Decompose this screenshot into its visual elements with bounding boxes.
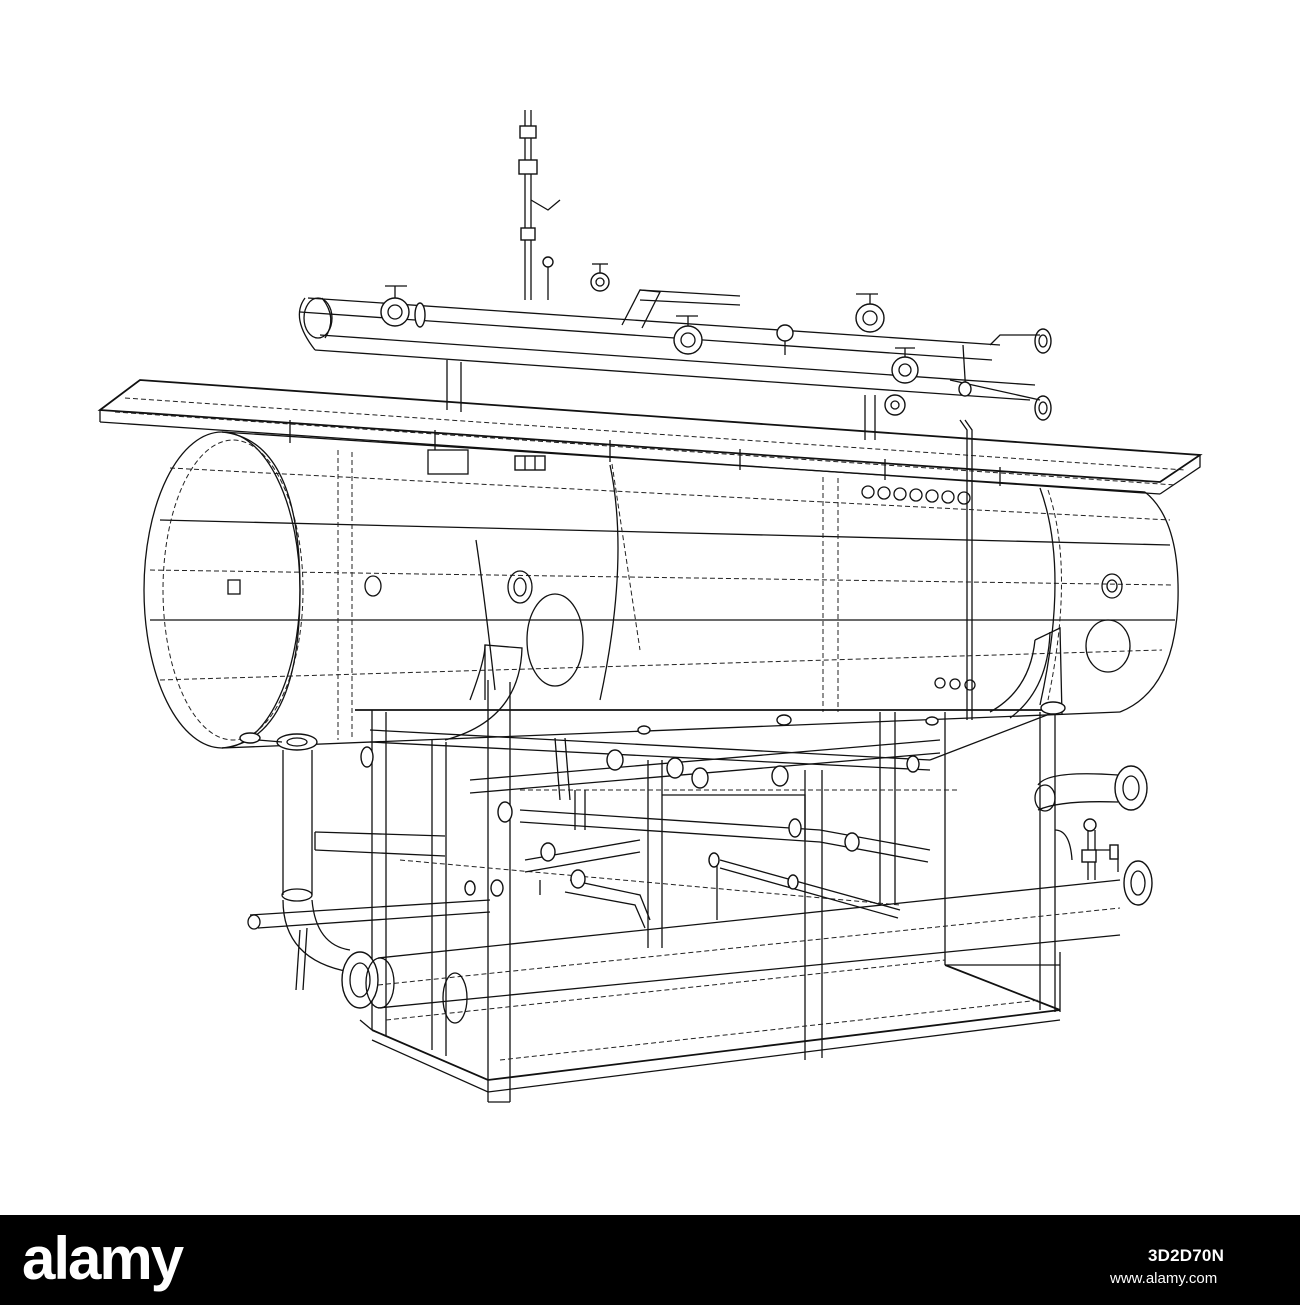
- header-valves: [380, 263, 972, 416]
- image-id-label: 3D2D70N: [1148, 1246, 1225, 1265]
- lower-piping: [360, 701, 1066, 929]
- instrument-mast: [518, 110, 561, 300]
- main-outlet-pipe: [239, 732, 1153, 1024]
- top-platform: [97, 360, 1203, 720]
- saddle-supports: [444, 626, 1063, 741]
- svg-text:alamy: alamy: [22, 1227, 185, 1292]
- watermark-footer-bar: alamy: [0, 1215, 1300, 1305]
- horizontal-tank: [143, 431, 1179, 749]
- tank-wireframe-drawing: [97, 110, 1203, 1103]
- skid-frame: [314, 680, 1061, 1103]
- header-pipes-upper: [298, 289, 1052, 421]
- alamy-logo: alamy: [22, 1227, 187, 1292]
- base-footings: [359, 952, 1061, 1061]
- footer-url: www.alamy.com: [1110, 1270, 1218, 1287]
